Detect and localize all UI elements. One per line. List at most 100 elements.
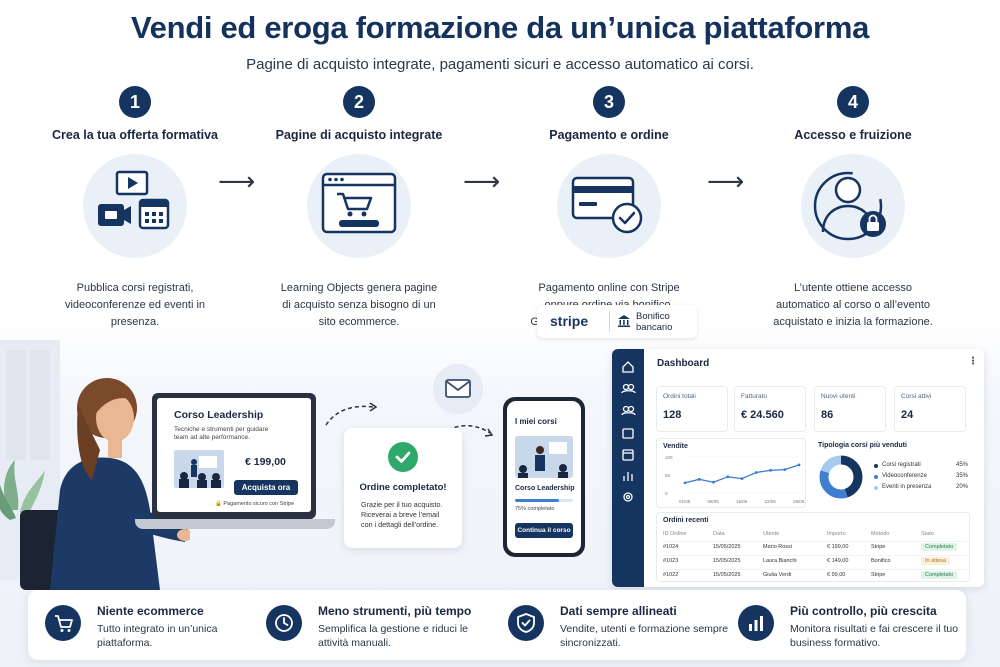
classroom-image [179,456,221,488]
stripe-logo: stripe [550,313,589,329]
step-title: Pagine di acquisto integrate [275,128,443,142]
dashboard-title: Dashboard [657,358,710,369]
kpi-orders: Ordini totali 128 [656,386,728,432]
table-cell: € 199,00 [827,544,849,550]
phone-frame: I miei corsi Corso Leadership 75% comple… [503,397,585,557]
arrow-right-icon: ⟶ [463,166,501,196]
table-cell: #1023 [663,558,679,564]
sales-point [697,477,701,481]
x-tick-label: 01/05 [679,499,691,504]
step-illustration [307,154,411,258]
legend-value: 20% [955,484,968,490]
continue-course-button[interactable]: Continua il corso [515,523,573,538]
legend-label: Corsi registrati [882,462,921,468]
legend-label: Eventi in presenza [882,484,932,490]
step-illustration [557,154,661,258]
status-badge: Completato [921,543,958,551]
legend-swatch [874,486,878,490]
course-types-donut [819,455,863,499]
media-icons [98,170,170,230]
dashboard-window: Dashboard ⋮ Ordini totali 128 Fatturato … [612,349,984,587]
arrow-right-icon: ⟶ [707,166,745,196]
kpi-revenue: Fatturato € 24.560 [734,386,806,432]
sales-point [683,481,687,485]
page-title: Vendi ed eroga formazione da un’unica pi… [130,10,870,45]
x-tick-label: 22/05 [765,499,777,504]
legend-value: 35% [955,473,968,479]
bank-icon [618,315,630,327]
course-thumbnail [174,450,224,488]
progress-fill [515,499,559,502]
column-header: Stato [921,531,934,537]
table-cell: Stripe [871,544,886,550]
legend-label: Videoconferenze [882,473,927,479]
user-lock-icon [813,171,886,241]
y-tick-label: 0 [665,491,668,496]
more-options-icon[interactable]: ⋮ [968,356,978,367]
step-3: 3 Pagamento e ordine Pagamento online co… [499,86,719,331]
sales-point [769,468,772,472]
column-header: Metodo [871,531,890,537]
course-price: € 199,00 [245,456,286,468]
laptop-screen-frame: Corso Leadership Tecniche e strumenti pe… [152,393,316,519]
sidebar-icons [621,361,636,502]
bonifico-label: Bonifico bancario [636,311,673,333]
laptop-base [135,519,335,529]
legend-item: Eventi in presenza 20% [874,484,968,495]
step-number: 3 [593,86,625,118]
x-tick-label: 15/05 [736,499,748,504]
buy-now-button[interactable]: Acquista ora [234,480,298,495]
table-cell: Stripe [871,572,886,578]
course-types-panel: Tipologia corsi più venduti Corsi regist… [812,438,970,508]
page-subtitle: Pagine di acquisto integrate, pagamenti … [246,56,754,73]
legend-item: Videoconferenze 35% [874,473,968,484]
column-header: Utente [763,531,780,537]
course-thumbnail [515,436,573,478]
secure-note: 🔒 Pagamento sicuro con Stripe [215,501,295,507]
sales-point [726,475,730,479]
browser-cart-icon [321,172,397,234]
woman-illustration [20,378,190,590]
clock-icon [266,605,302,641]
step-description: Pubblica corsi registrati, videoconferen… [64,282,206,328]
table-cell: #1022 [663,572,679,578]
x-tick-label: 29/05 [793,499,805,504]
flow-arrows [325,402,494,437]
step-title: Accesso e fruizione [794,128,912,142]
progress-label: 75% completato [515,506,555,512]
sales-point [797,463,801,467]
card-check-icon [571,176,643,234]
presenter-image [518,442,568,478]
phone-screen: I miei corsi Corso Leadership 75% comple… [507,401,581,553]
step-illustration [801,154,905,258]
dashboard-sidebar [612,349,644,587]
course-types-title: Tipologia corsi più venduti [818,442,907,449]
table-cell: € 99,00 [827,572,846,578]
step-number: 2 [343,86,375,118]
order-title: Ordine completato! [359,482,447,493]
sales-line [684,464,800,484]
step-number: 4 [837,86,869,118]
table-cell: 15/05/2025 [713,544,741,550]
status-badge: Completato [921,571,958,579]
table-cell: 15/05/2025 [713,572,741,578]
laptop-screen: Corso Leadership Tecniche e strumenti pe… [157,398,311,512]
sales-point [712,480,715,484]
features-bar: Niente ecommerce Tutto integrato in un’u… [28,590,966,660]
course-description: Tecniche e strumenti per guidare team ad… [174,426,269,441]
step-illustration [83,154,187,258]
column-header: ID Ordine [663,531,687,537]
step-2: 2 Pagine di acquisto integrate Learning … [249,86,469,331]
donut-slice [819,455,863,499]
step-number: 1 [119,86,151,118]
column-header: Importo [827,531,846,537]
table-cell: Mario Rossi [763,544,793,550]
envelope-icon [445,379,471,398]
